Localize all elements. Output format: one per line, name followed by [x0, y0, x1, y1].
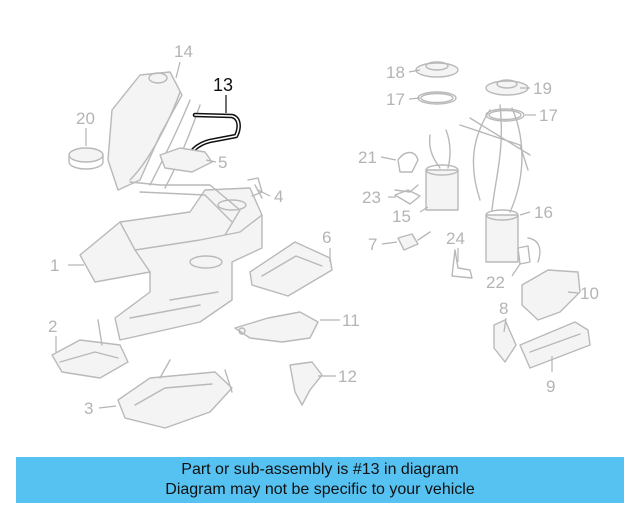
callout-19: 19: [533, 79, 552, 98]
callout-24: 24: [446, 229, 465, 248]
callout-3: 3: [84, 399, 93, 418]
part-10-bracket: [521, 269, 581, 321]
callout-16: 16: [534, 203, 553, 222]
part-21-sensor: [397, 151, 419, 173]
callout-14: 14: [174, 42, 193, 61]
part-12-shield: [289, 361, 323, 406]
part-3-lower-shield: [117, 359, 233, 429]
part-19-lock-ring: [485, 79, 529, 96]
parts-diagram: 1 2 3 4 5 6 7 8 9 10 11 12 13 14 15 16 1…: [48, 42, 599, 429]
filler-neck: [107, 71, 241, 236]
part-7-connector: [397, 231, 431, 251]
part-5-bracket: [159, 147, 213, 173]
callout-5: 5: [218, 153, 227, 172]
fuel-tank: [79, 187, 263, 341]
part-15-fuel-pump: [394, 129, 459, 211]
part-4-clip: [247, 177, 263, 199]
callout-11: 11: [342, 311, 360, 330]
callout-17-lower: 17: [539, 106, 558, 125]
part-2-skid-plate: [51, 319, 129, 379]
callout-21: 21: [358, 148, 377, 167]
callout-labels: 1 2 3 4 5 6 7 8 9 10 11 12 13 14 15 16 1…: [48, 42, 599, 418]
part-17-seal-lower: [485, 108, 525, 122]
callout-12: 12: [338, 367, 357, 386]
part-8-clip: [493, 319, 517, 363]
callout-10: 10: [580, 284, 599, 303]
filler-cap: [68, 147, 104, 170]
part-18-lock-ring: [415, 61, 459, 78]
callout-20: 20: [76, 109, 95, 128]
part-17-seal-upper: [417, 91, 457, 105]
callout-2: 2: [48, 317, 57, 336]
banner-line-disclaimer: Diagram may not be specific to your vehi…: [165, 481, 475, 498]
callout-9: 9: [546, 377, 555, 396]
callout-7: 7: [368, 235, 377, 254]
callout-13: 13: [213, 75, 233, 95]
banner-line-part: Part or sub-assembly is #13 in diagram: [181, 461, 459, 478]
callout-15: 15: [392, 207, 411, 226]
info-banner: Part or sub-assembly is #13 in diagram D…: [16, 457, 624, 503]
callout-4: 4: [274, 187, 283, 206]
part-11-bracket: [234, 311, 319, 343]
callout-22: 22: [486, 273, 505, 292]
callout-6: 6: [322, 228, 331, 247]
part-22-sensor: [517, 237, 541, 265]
part-24-bracket: [451, 249, 473, 279]
part-9-rail: [519, 321, 591, 369]
callout-1: 1: [50, 256, 59, 275]
callout-23: 23: [362, 188, 381, 207]
leader-lines: [55, 61, 579, 409]
callout-18: 18: [386, 63, 405, 82]
part-6-shield: [249, 241, 333, 297]
part-16-fuel-sender: [459, 104, 531, 263]
part-23-clip: [394, 189, 421, 205]
part-13-hose: [187, 112, 241, 158]
callout-17-upper: 17: [386, 90, 405, 109]
callout-8: 8: [499, 299, 508, 318]
